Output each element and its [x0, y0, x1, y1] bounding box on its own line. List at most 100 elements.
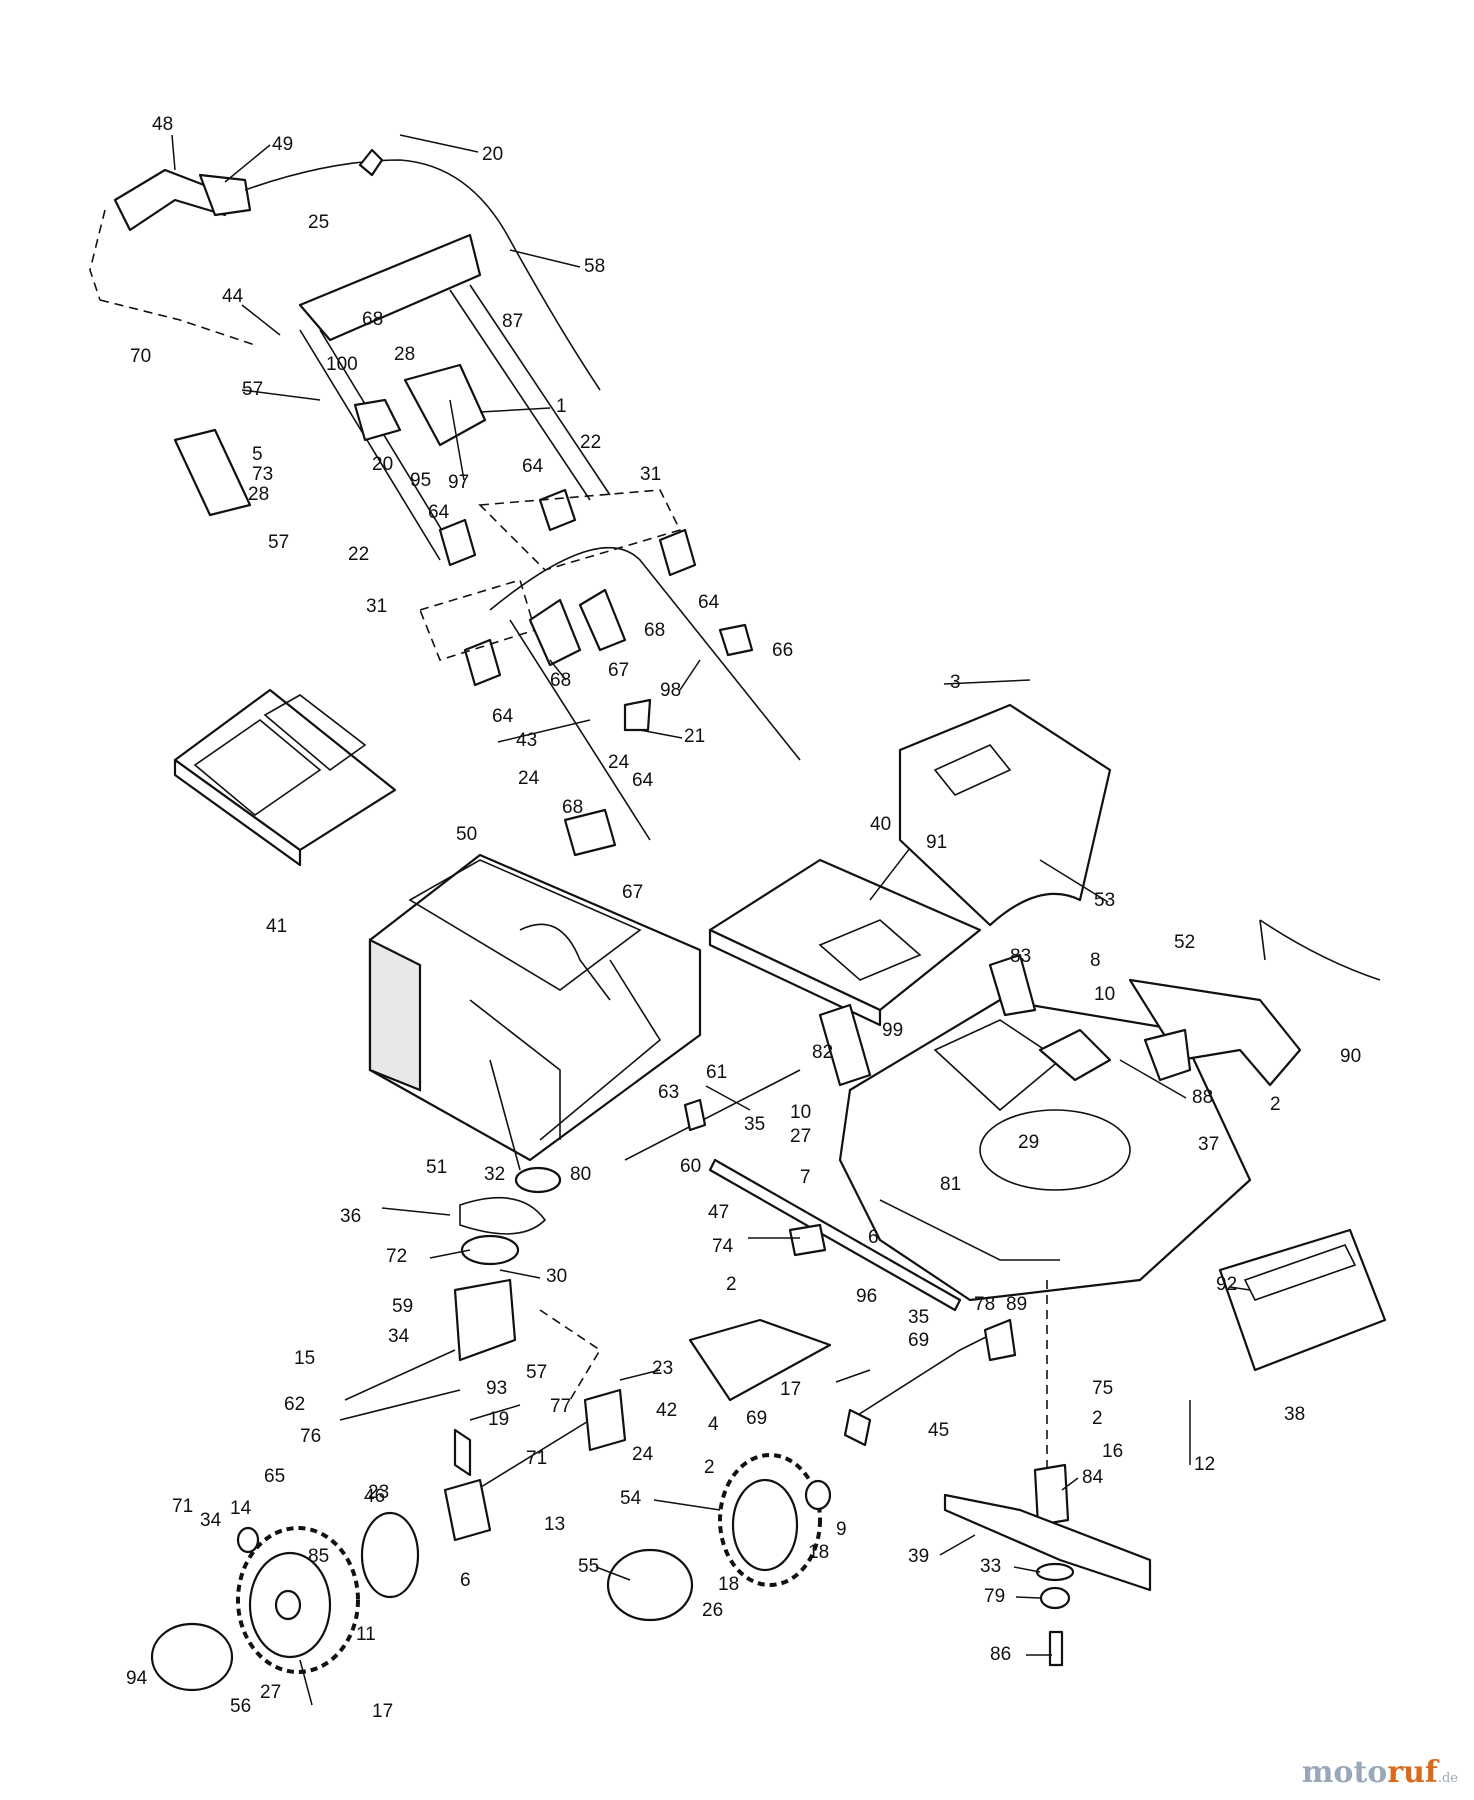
part-label: 84	[1082, 1467, 1104, 1488]
part-label: 17	[780, 1379, 801, 1400]
part-label: 66	[772, 640, 793, 661]
part-label: 69	[908, 1330, 929, 1351]
part-label: 70	[130, 346, 151, 367]
part-label: 2	[1270, 1094, 1281, 1115]
part-label: 21	[684, 726, 705, 747]
side-guards	[988, 919, 1381, 1087]
part-label: 58	[584, 256, 605, 277]
part-label: 9	[836, 1519, 847, 1540]
part-label: 49	[272, 134, 293, 155]
part-label: 57	[526, 1362, 547, 1383]
part-label: 71	[526, 1448, 547, 1469]
part-label: 18	[808, 1542, 829, 1563]
part-label: 69	[746, 1408, 767, 1429]
part-label: 2	[1092, 1408, 1103, 1429]
part-label: 90	[1340, 1046, 1361, 1067]
watermark-accent: ruf	[1387, 1755, 1438, 1790]
part-label: 77	[550, 1396, 571, 1417]
part-label: 30	[546, 1266, 567, 1287]
part-label: 33	[980, 1556, 1001, 1577]
part-label: 24	[608, 752, 630, 773]
part-label: 96	[856, 1286, 877, 1307]
part-label: 19	[488, 1409, 509, 1430]
part-label: 71	[172, 1496, 193, 1517]
part-label: 56	[230, 1696, 251, 1717]
watermark-main: moto	[1301, 1755, 1388, 1790]
part-label: 97	[448, 472, 469, 493]
part-label: 20	[372, 454, 393, 475]
part-label: 29	[1018, 1132, 1039, 1153]
part-label: 65	[264, 1466, 285, 1487]
handle-assembly	[89, 148, 697, 687]
part-label: 64	[698, 592, 720, 613]
front-bumper	[1218, 1228, 1387, 1372]
part-label: 32	[484, 1164, 505, 1185]
lower-handle	[489, 546, 801, 857]
part-label: 74	[712, 1236, 734, 1257]
part-label: 100	[326, 354, 358, 375]
part-label: 15	[294, 1348, 315, 1369]
part-label: 62	[284, 1394, 305, 1415]
part-label: 43	[516, 730, 537, 751]
part-label: 44	[222, 286, 244, 307]
part-label: 86	[990, 1644, 1011, 1665]
part-label: 10	[1094, 984, 1115, 1005]
part-label: 51	[426, 1157, 447, 1178]
part-label: 75	[1092, 1378, 1113, 1399]
part-label: 82	[812, 1042, 833, 1063]
part-label: 20	[482, 144, 503, 165]
part-label: 28	[394, 344, 415, 365]
part-label: 40	[870, 814, 891, 835]
watermark-tld: .de	[1437, 1771, 1458, 1786]
part-label: 6	[868, 1227, 879, 1248]
part-label: 67	[622, 882, 643, 903]
brand-watermark: motoruf.de	[1302, 1755, 1458, 1790]
rear-axle	[339, 1388, 627, 1542]
part-label: 27	[790, 1126, 811, 1147]
part-label: 24	[518, 768, 540, 789]
part-label: 64	[632, 770, 654, 791]
part-label: 54	[620, 1488, 642, 1509]
rear-wheel	[150, 1511, 420, 1692]
grass-catcher	[368, 853, 702, 1171]
part-label: 80	[570, 1164, 591, 1185]
part-label: 52	[1174, 932, 1195, 953]
part-label: 24	[632, 1444, 654, 1465]
part-label: 34	[388, 1326, 410, 1347]
part-label: 93	[486, 1378, 507, 1399]
part-label: 14	[230, 1498, 252, 1519]
part-label: 41	[266, 916, 287, 937]
part-label: 34	[200, 1510, 222, 1531]
part-label: 35	[744, 1114, 765, 1135]
part-label: 27	[260, 1682, 281, 1703]
part-label: 46	[364, 1486, 385, 1507]
part-label: 85	[308, 1546, 329, 1567]
part-label: 47	[708, 1202, 729, 1223]
part-label: 37	[1198, 1134, 1219, 1155]
part-label: 3	[950, 672, 961, 693]
part-label: 81	[940, 1174, 961, 1195]
part-label: 23	[368, 1482, 389, 1503]
part-label: 2	[726, 1274, 737, 1295]
part-label: 45	[928, 1420, 949, 1441]
part-label: 57	[242, 379, 263, 400]
part-label: 73	[252, 464, 273, 485]
part-labels: 48 49 20 25 58 44 70 68 87 57 100 28 1 5…	[126, 114, 1361, 1722]
part-label: 31	[640, 464, 661, 485]
part-label: 94	[126, 1668, 148, 1689]
part-label: 36	[340, 1206, 361, 1227]
part-label: 91	[926, 832, 947, 853]
part-label: 92	[1216, 1274, 1237, 1295]
part-label: 39	[908, 1546, 929, 1567]
part-label: 42	[656, 1400, 677, 1421]
part-label: 88	[1192, 1087, 1213, 1108]
part-label: 18	[718, 1574, 739, 1595]
part-label: 17	[372, 1701, 393, 1722]
part-label: 35	[908, 1307, 929, 1328]
part-label: 78	[974, 1294, 995, 1315]
part-label: 13	[544, 1514, 565, 1535]
part-label: 99	[882, 1020, 903, 1041]
part-label: 64	[428, 502, 450, 523]
part-label: 10	[790, 1102, 811, 1123]
